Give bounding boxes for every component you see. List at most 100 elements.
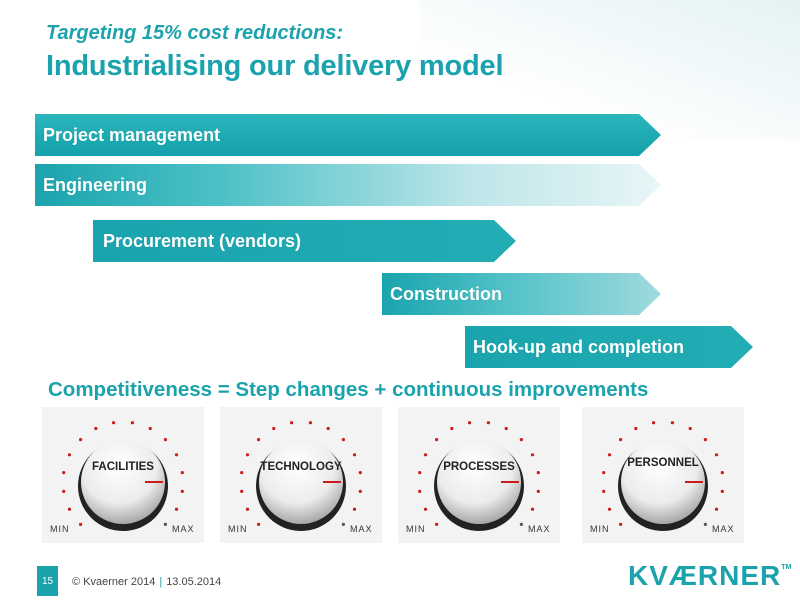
dial-knob-icon xyxy=(418,421,540,531)
knob-face xyxy=(621,440,705,524)
footer-separator: | xyxy=(159,576,163,588)
dial-tick xyxy=(688,426,692,431)
phase-arrow-project-management: Project management xyxy=(35,114,661,156)
dial-tick xyxy=(174,507,179,511)
dial-tick xyxy=(67,453,72,457)
dial-tick xyxy=(257,522,261,526)
dial-tick xyxy=(112,421,116,425)
dial-tick xyxy=(519,522,523,526)
dial-tick xyxy=(519,438,523,442)
logo-wordmark: KVÆRNER xyxy=(628,560,782,591)
knob-face xyxy=(259,440,343,524)
dial-tick xyxy=(536,471,540,475)
dial-max-label: MAX xyxy=(528,524,551,534)
dial-tick xyxy=(652,421,656,425)
dial-tick xyxy=(530,453,535,457)
dial-tick xyxy=(290,421,294,425)
footer-copyright: © Kvaerner 2014 xyxy=(72,576,156,588)
dial-tick xyxy=(163,438,167,442)
logo-trademark: TM xyxy=(781,564,792,571)
dial-tick xyxy=(468,421,472,425)
slide-subtitle: Targeting 15% cost reductions: xyxy=(46,22,344,44)
dial-tick xyxy=(245,507,250,511)
dial-tick xyxy=(435,522,439,526)
phase-arrow-procurement: Procurement (vendors) xyxy=(93,220,516,262)
dial-tick xyxy=(602,489,606,493)
dial-tick xyxy=(530,507,535,511)
dial-tick xyxy=(504,426,508,431)
dial-tick xyxy=(435,438,439,442)
dial-max-label: MAX xyxy=(712,524,735,534)
dial-technology: TECHNOLOGY MIN MAX xyxy=(220,407,382,543)
dial-tick xyxy=(245,453,250,457)
dial-tick xyxy=(163,522,167,526)
slide-title: Industrialising our delivery model xyxy=(46,50,504,82)
dial-tick xyxy=(714,507,719,511)
dial-min-label: MIN xyxy=(228,524,248,534)
dial-knob-icon xyxy=(62,421,184,531)
page-number: 15 xyxy=(37,566,58,596)
dial-processes: PROCESSES MIN MAX xyxy=(398,407,560,543)
dial-tick xyxy=(67,507,72,511)
dial-tick xyxy=(714,453,719,457)
dial-tick xyxy=(341,522,345,526)
dial-min-label: MIN xyxy=(406,524,426,534)
dial-tick xyxy=(352,453,357,457)
dial-tick xyxy=(341,438,345,442)
dial-knob-icon xyxy=(240,421,362,531)
dial-tick xyxy=(607,453,612,457)
phase-label: Construction xyxy=(390,283,502,304)
dial-label: PERSONNEL xyxy=(627,457,699,469)
footer-text: © Kvaerner 2014|13.05.2014 xyxy=(72,576,221,588)
dial-max-label: MAX xyxy=(350,524,373,534)
phase-label: Hook-up and completion xyxy=(473,336,684,357)
kvaerner-logo: KVÆRNERTM xyxy=(628,560,791,592)
phase-arrow-hookup: Hook-up and completion xyxy=(465,326,753,368)
dial-tick xyxy=(619,438,623,442)
dial-tick xyxy=(180,489,184,493)
dial-label: TECHNOLOGY xyxy=(260,461,342,473)
dial-tick xyxy=(703,522,707,526)
phase-arrow-construction: Construction xyxy=(382,273,661,315)
dial-tick xyxy=(62,489,66,493)
dial-personnel: PERSONNEL MIN MAX xyxy=(582,407,744,543)
dial-tick xyxy=(240,471,244,475)
dial-tick xyxy=(326,426,330,431)
footer-date: 13.05.2014 xyxy=(166,576,222,588)
dial-tick xyxy=(148,426,152,431)
knob-face xyxy=(81,440,165,524)
phase-label: Procurement (vendors) xyxy=(103,230,302,251)
dial-tick xyxy=(720,471,724,475)
dial-tick xyxy=(536,489,540,493)
dial-max-label: MAX xyxy=(172,524,195,534)
dial-tick xyxy=(450,426,454,431)
dial-tick xyxy=(486,421,490,425)
dial-tick xyxy=(720,489,724,493)
dial-knob-icon xyxy=(602,421,724,531)
dial-tick xyxy=(257,438,261,442)
dial-tick xyxy=(423,507,428,511)
dial-tick xyxy=(358,471,362,475)
dial-label: PROCESSES xyxy=(443,461,515,473)
dial-tick xyxy=(670,421,674,425)
dial-facilities: FACILITIES MIN MAX xyxy=(42,407,204,543)
dial-tick xyxy=(130,421,134,425)
dial-tick xyxy=(240,489,244,493)
dial-tick xyxy=(634,426,638,431)
dial-label: FACILITIES xyxy=(92,461,154,473)
dial-tick xyxy=(79,438,83,442)
dial-min-label: MIN xyxy=(590,524,610,534)
dial-min-label: MIN xyxy=(50,524,70,534)
dial-tick xyxy=(619,522,623,526)
dial-tick xyxy=(418,489,422,493)
phase-label: Project management xyxy=(43,124,221,145)
dial-tick xyxy=(703,438,707,442)
dial-tick xyxy=(62,471,66,475)
dial-tick xyxy=(423,453,428,457)
knob-face xyxy=(437,440,521,524)
dial-tick xyxy=(607,507,612,511)
dial-tick xyxy=(180,471,184,475)
dial-tick xyxy=(79,522,83,526)
dial-tick xyxy=(272,426,276,431)
